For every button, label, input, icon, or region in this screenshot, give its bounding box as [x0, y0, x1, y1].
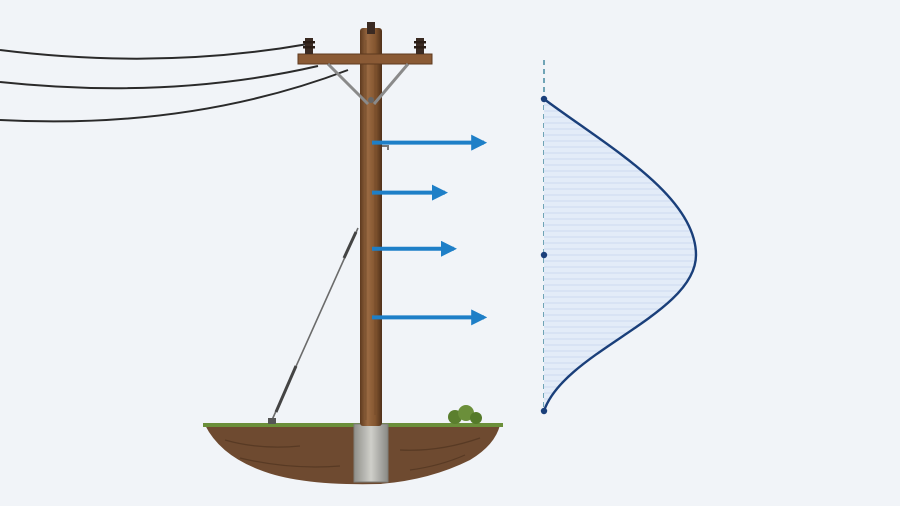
- distribution-curve: [542, 98, 698, 412]
- ground: [203, 405, 503, 485]
- pole-shaft: [360, 28, 382, 426]
- distribution-hatch: [544, 99, 696, 411]
- pole-hook: [382, 145, 389, 150]
- axis-marker-2: [540, 251, 548, 259]
- power-lines: [0, 43, 349, 123]
- crossarm-brace-right: [372, 63, 410, 105]
- crossarm: [297, 53, 433, 65]
- load-distribution: [540, 60, 698, 415]
- power-line-top: [0, 43, 309, 60]
- concrete-footing: [353, 423, 389, 483]
- utility-pole-icon: [297, 28, 433, 426]
- power-line-middle: [0, 65, 319, 90]
- insulator-icon: [303, 22, 426, 54]
- axis-marker-1: [540, 95, 548, 103]
- power-line-bottom: [0, 69, 349, 123]
- soil-texture: [224, 437, 481, 471]
- load-arrows: [372, 134, 488, 326]
- guy-wire-icon: [268, 227, 359, 424]
- axis-marker-3: [540, 407, 548, 415]
- bush-icon: [448, 405, 482, 424]
- crossarm-brace-left: [326, 62, 370, 106]
- soil-mound: [205, 425, 500, 485]
